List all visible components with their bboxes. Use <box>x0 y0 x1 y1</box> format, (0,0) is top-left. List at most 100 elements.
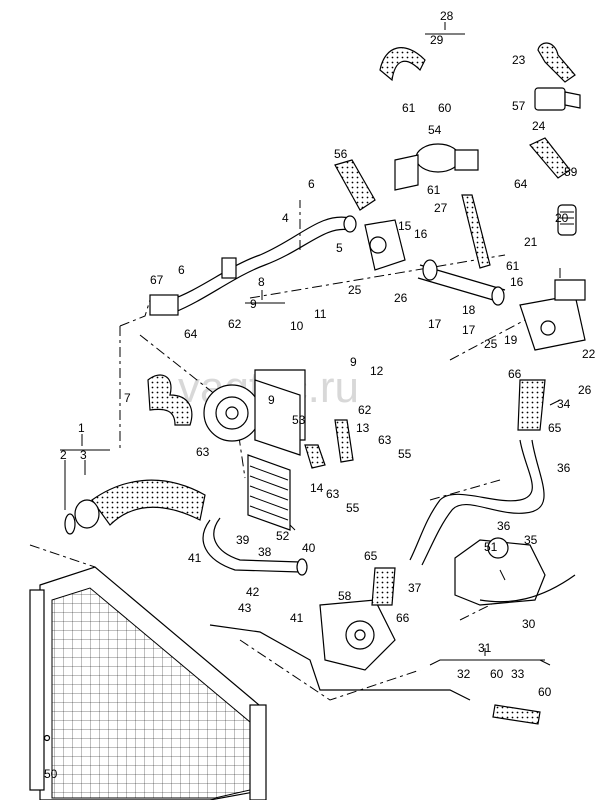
callout-3: 3 <box>80 448 87 462</box>
callout-58: 58 <box>338 589 352 603</box>
water-pump-53 <box>203 379 301 456</box>
callout-23: 23 <box>512 53 526 67</box>
thermostat-housing <box>364 219 506 306</box>
hose-37 <box>371 567 396 606</box>
callout-25b: 25 <box>484 337 498 351</box>
callout-26a: 26 <box>394 291 408 305</box>
callout-32: 32 <box>457 667 471 681</box>
callout-4: 4 <box>282 211 289 225</box>
hose-34 <box>517 379 546 431</box>
callout-36b: 36 <box>497 519 511 533</box>
callout-52: 52 <box>276 529 290 543</box>
callout-14: 14 <box>310 481 324 495</box>
callout-35: 35 <box>524 533 538 547</box>
hose-13 <box>304 419 354 469</box>
leader-lines <box>60 22 561 661</box>
callout-60c: 60 <box>538 685 552 699</box>
callout-28: 28 <box>440 9 454 23</box>
callout-63c: 63 <box>326 487 340 501</box>
callout-15: 15 <box>398 219 412 233</box>
callout-55b: 55 <box>346 501 360 515</box>
callout-42: 42 <box>246 585 260 599</box>
callout-16b: 16 <box>510 275 524 289</box>
radiator <box>29 566 267 800</box>
hose-7 <box>147 374 193 426</box>
callout-10: 10 <box>290 319 304 333</box>
callout-29: 29 <box>430 33 444 47</box>
callout-41a: 41 <box>188 551 202 565</box>
callout-22: 22 <box>582 347 596 361</box>
callout-39: 39 <box>236 533 250 547</box>
callout-64b: 64 <box>514 177 528 191</box>
hose-29 <box>379 47 426 82</box>
callout-26b: 26 <box>578 383 592 397</box>
callout-61a: 61 <box>402 101 416 115</box>
callout-5: 5 <box>336 241 343 255</box>
callout-20: 20 <box>555 211 569 225</box>
callout-64a: 64 <box>184 327 198 341</box>
callout-31: 31 <box>478 641 492 655</box>
callout-62a: 62 <box>228 317 242 331</box>
callout-59: 59 <box>564 165 578 179</box>
callout-50: 50 <box>44 767 58 781</box>
callout-54: 54 <box>428 123 442 137</box>
callout-8: 8 <box>258 275 265 289</box>
callout-labels: 1 2 3 4 5 6 6 7 8 9 9 9 10 11 12 13 14 1… <box>44 9 596 781</box>
callout-25a: 25 <box>348 283 362 297</box>
callout-56: 56 <box>334 147 348 161</box>
callout-40: 40 <box>302 541 316 555</box>
callout-27: 27 <box>434 201 448 215</box>
callout-16a: 16 <box>414 227 428 241</box>
hose-33 <box>492 704 541 725</box>
callout-61b: 61 <box>427 183 441 197</box>
callout-30: 30 <box>522 617 536 631</box>
hose-1-assembly <box>64 479 206 535</box>
hose-56 <box>334 159 376 211</box>
hose-59 <box>529 137 571 179</box>
auxiliary-pump-54 <box>394 143 479 191</box>
callout-6a: 6 <box>308 177 315 191</box>
callout-2: 2 <box>60 448 67 462</box>
water-pump-58 <box>319 599 396 671</box>
valve-24 <box>534 87 581 111</box>
coolant-pipe-4 <box>149 215 357 316</box>
callout-63b: 63 <box>378 433 392 447</box>
hose-23 <box>537 42 576 83</box>
callout-1: 1 <box>78 421 85 435</box>
callout-34: 34 <box>557 397 571 411</box>
callout-37: 37 <box>408 581 422 595</box>
callout-60b: 60 <box>490 667 504 681</box>
callout-51: 51 <box>484 540 498 554</box>
callout-9a: 9 <box>250 297 257 311</box>
coolant-pipe-38 <box>202 517 308 576</box>
callout-33: 33 <box>511 667 525 681</box>
callout-11: 11 <box>314 307 327 321</box>
callout-61c: 61 <box>506 259 520 273</box>
callout-41b: 41 <box>290 611 304 625</box>
callout-36a: 36 <box>557 461 571 475</box>
callout-38: 38 <box>258 545 272 559</box>
callout-60a: 60 <box>438 101 452 115</box>
expansion-tank <box>454 537 576 606</box>
callout-17b: 17 <box>462 323 476 337</box>
callout-21: 21 <box>524 235 538 249</box>
callout-43: 43 <box>238 601 252 615</box>
callout-66a: 66 <box>508 367 522 381</box>
callout-19: 19 <box>504 333 518 347</box>
callout-17a: 17 <box>428 317 442 331</box>
callout-55a: 55 <box>398 447 412 461</box>
callout-57: 57 <box>512 99 526 113</box>
callout-13: 13 <box>356 421 370 435</box>
callout-7: 7 <box>124 391 131 405</box>
callout-6b: 6 <box>178 263 185 277</box>
callout-18: 18 <box>462 303 476 317</box>
callout-12: 12 <box>370 364 384 378</box>
callout-24: 24 <box>532 119 546 133</box>
callout-63a: 63 <box>196 445 210 459</box>
callout-65b: 65 <box>364 549 378 563</box>
callout-65a: 65 <box>548 421 562 435</box>
callout-53: 53 <box>292 413 306 427</box>
sensor-20 <box>557 204 577 236</box>
callout-62b: 62 <box>358 403 372 417</box>
